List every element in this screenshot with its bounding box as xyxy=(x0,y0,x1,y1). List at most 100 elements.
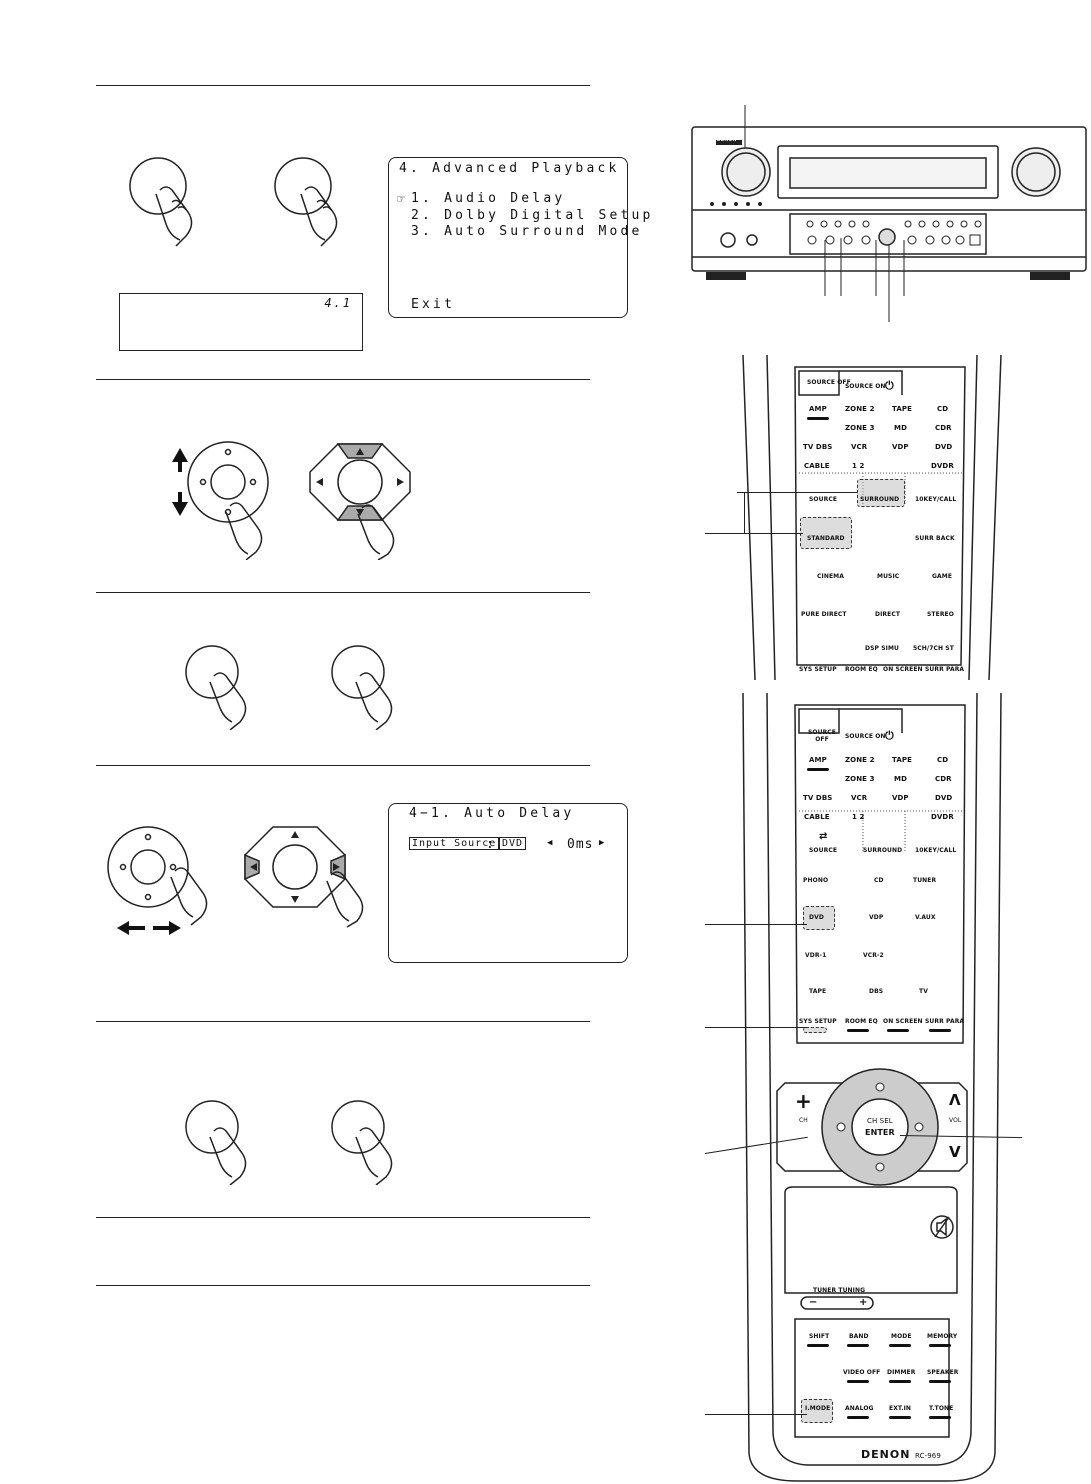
source-off-button[interactable]: SOURCE OFF xyxy=(807,729,837,743)
on-screen-button[interactable]: ON SCREEN xyxy=(883,666,923,673)
sys-setup-button[interactable]: SYS SETUP xyxy=(799,1018,837,1025)
phono-button[interactable]: PHONO xyxy=(803,877,829,884)
one-two-button[interactable]: 1 2 xyxy=(852,462,865,470)
source-off-button[interactable]: SOURCE OFF xyxy=(807,379,851,386)
dvdr-button[interactable]: DVDR xyxy=(931,813,954,821)
cable-button[interactable]: CABLE xyxy=(804,462,830,470)
tape-button[interactable]: TAPE xyxy=(892,405,912,413)
vcr2-button[interactable]: VCR-2 xyxy=(863,952,884,959)
zone3-button[interactable]: ZONE 3 xyxy=(845,424,875,432)
t-tone-button[interactable]: T.TONE xyxy=(929,1405,954,1412)
10key-call-button[interactable]: 10KEY/CALL xyxy=(915,496,957,503)
source-button[interactable]: SOURCE xyxy=(809,847,838,854)
md-button[interactable]: MD xyxy=(894,424,907,432)
tape-button[interactable]: TAPE xyxy=(892,756,912,764)
shift-button[interactable]: SHIFT xyxy=(809,1333,830,1340)
ext-in-button[interactable]: EXT.IN xyxy=(889,1405,912,1412)
on-screen-button[interactable]: ON SCREEN xyxy=(883,1018,923,1025)
enter-button[interactable]: ENTER xyxy=(865,1128,895,1137)
game-button[interactable]: GAME xyxy=(932,573,953,580)
cursor-leftright-illustration xyxy=(107,826,364,935)
callout-line xyxy=(737,492,857,493)
callout-line xyxy=(744,492,745,533)
tuning-minus-button[interactable]: − xyxy=(809,1297,818,1308)
one-two-button[interactable]: 1 2 xyxy=(852,813,865,821)
zone2-button[interactable]: ZONE 2 xyxy=(845,756,875,764)
video-off-button[interactable]: VIDEO OFF xyxy=(843,1369,881,1376)
source-on-button[interactable]: SOURCE ON xyxy=(845,383,886,390)
vdp-input-button[interactable]: VDP xyxy=(869,914,884,921)
surround-button[interactable]: SURROUND xyxy=(860,496,900,503)
osd-delay-title: 4−1. Auto Delay xyxy=(409,806,575,821)
mode-button[interactable]: MODE xyxy=(891,1333,912,1340)
music-button[interactable]: MUSIC xyxy=(877,573,900,580)
vol-up-button[interactable]: Λ xyxy=(949,1091,961,1109)
cd-input-button[interactable]: CD xyxy=(874,877,884,884)
cable-button[interactable]: CABLE xyxy=(804,813,830,821)
sys-setup-highlight xyxy=(803,1027,827,1033)
surr-para-button[interactable]: SURR PARA xyxy=(925,666,965,673)
dsp-simu-button[interactable]: DSP SIMU xyxy=(865,645,899,652)
step-divider xyxy=(96,1217,590,1218)
vol-label: VOL xyxy=(949,1117,962,1124)
cdr-button[interactable]: CDR xyxy=(935,775,952,783)
amp-indicator-bar xyxy=(807,768,829,771)
band-button[interactable]: BAND xyxy=(849,1333,869,1340)
dbs-button[interactable]: DBS xyxy=(869,988,884,995)
tuner-button[interactable]: TUNER xyxy=(913,877,937,884)
standard-button[interactable]: STANDARD xyxy=(807,535,845,542)
zone2-button[interactable]: ZONE 2 xyxy=(845,405,875,413)
standard-highlight xyxy=(800,517,852,549)
tv-dbs-button[interactable]: TV DBS xyxy=(803,794,833,802)
stereo-button[interactable]: STEREO xyxy=(927,611,954,618)
cinema-button[interactable]: CINEMA xyxy=(817,573,844,580)
cd-button[interactable]: CD xyxy=(937,405,949,413)
i-mode-button[interactable]: I.MODE xyxy=(805,1405,831,1412)
amp-button[interactable]: AMP xyxy=(809,405,827,413)
room-eq-button[interactable]: ROOM EQ xyxy=(845,1018,878,1025)
tape-input-button[interactable]: TAPE xyxy=(809,988,827,995)
remote-body-outline xyxy=(742,355,1002,680)
vcr-button[interactable]: VCR xyxy=(851,794,868,802)
source-on-button[interactable]: SOURCE ON xyxy=(845,733,886,740)
pure-direct-button[interactable]: PURE DIRECT xyxy=(801,611,847,618)
dvdr-button[interactable]: DVDR xyxy=(931,462,954,470)
source-button[interactable]: SOURCE xyxy=(809,496,838,503)
room-eq-button[interactable]: ROOM EQ xyxy=(845,666,878,673)
ext-in-bar xyxy=(889,1416,911,1419)
vdp-button[interactable]: VDP xyxy=(892,794,909,802)
vdr1-button[interactable]: VDR-1 xyxy=(805,952,827,959)
vol-down-button[interactable]: V xyxy=(949,1143,961,1161)
surr-para-button[interactable]: SURR PARA xyxy=(925,1018,965,1025)
dimmer-button[interactable]: DIMMER xyxy=(887,1369,916,1376)
speaker-bar xyxy=(929,1380,951,1383)
tuning-plus-button[interactable]: + xyxy=(859,1297,868,1308)
vdp-button[interactable]: VDP xyxy=(892,443,909,451)
tv-dbs-button[interactable]: TV DBS xyxy=(803,443,833,451)
analog-button[interactable]: ANALOG xyxy=(845,1405,874,1412)
surround-button[interactable]: SURROUND xyxy=(863,847,903,854)
tv-button[interactable]: TV xyxy=(919,988,928,995)
dvd-button[interactable]: DVD xyxy=(935,794,953,802)
ch-plus-button[interactable]: + xyxy=(795,1089,812,1113)
shift-bar xyxy=(807,1344,829,1347)
direct-button[interactable]: DIRECT xyxy=(875,611,901,618)
10key-call-button[interactable]: 10KEY/CALL xyxy=(915,847,957,854)
analog-bar xyxy=(847,1416,869,1419)
md-button[interactable]: MD xyxy=(894,775,907,783)
sys-setup-button[interactable]: SYS SETUP xyxy=(799,666,837,673)
amp-button[interactable]: AMP xyxy=(809,756,827,764)
v-aux-button[interactable]: V.AUX xyxy=(915,914,936,921)
memory-button[interactable]: MEMORY xyxy=(927,1333,958,1340)
cdr-button[interactable]: CDR xyxy=(935,424,952,432)
surr-back-button[interactable]: SURR BACK xyxy=(915,535,955,542)
cd-button[interactable]: CD xyxy=(937,756,949,764)
delay-value: 0ms xyxy=(567,837,594,852)
5ch-7ch-st-button[interactable]: 5CH/7CH ST xyxy=(913,645,954,652)
press-button-illustration xyxy=(185,645,393,730)
zone3-button[interactable]: ZONE 3 xyxy=(845,775,875,783)
vcr-button[interactable]: VCR xyxy=(851,443,868,451)
dvd-input-button[interactable]: DVD xyxy=(809,914,824,921)
speaker-button[interactable]: SPEAKER xyxy=(927,1369,959,1376)
dvd-button[interactable]: DVD xyxy=(935,443,953,451)
